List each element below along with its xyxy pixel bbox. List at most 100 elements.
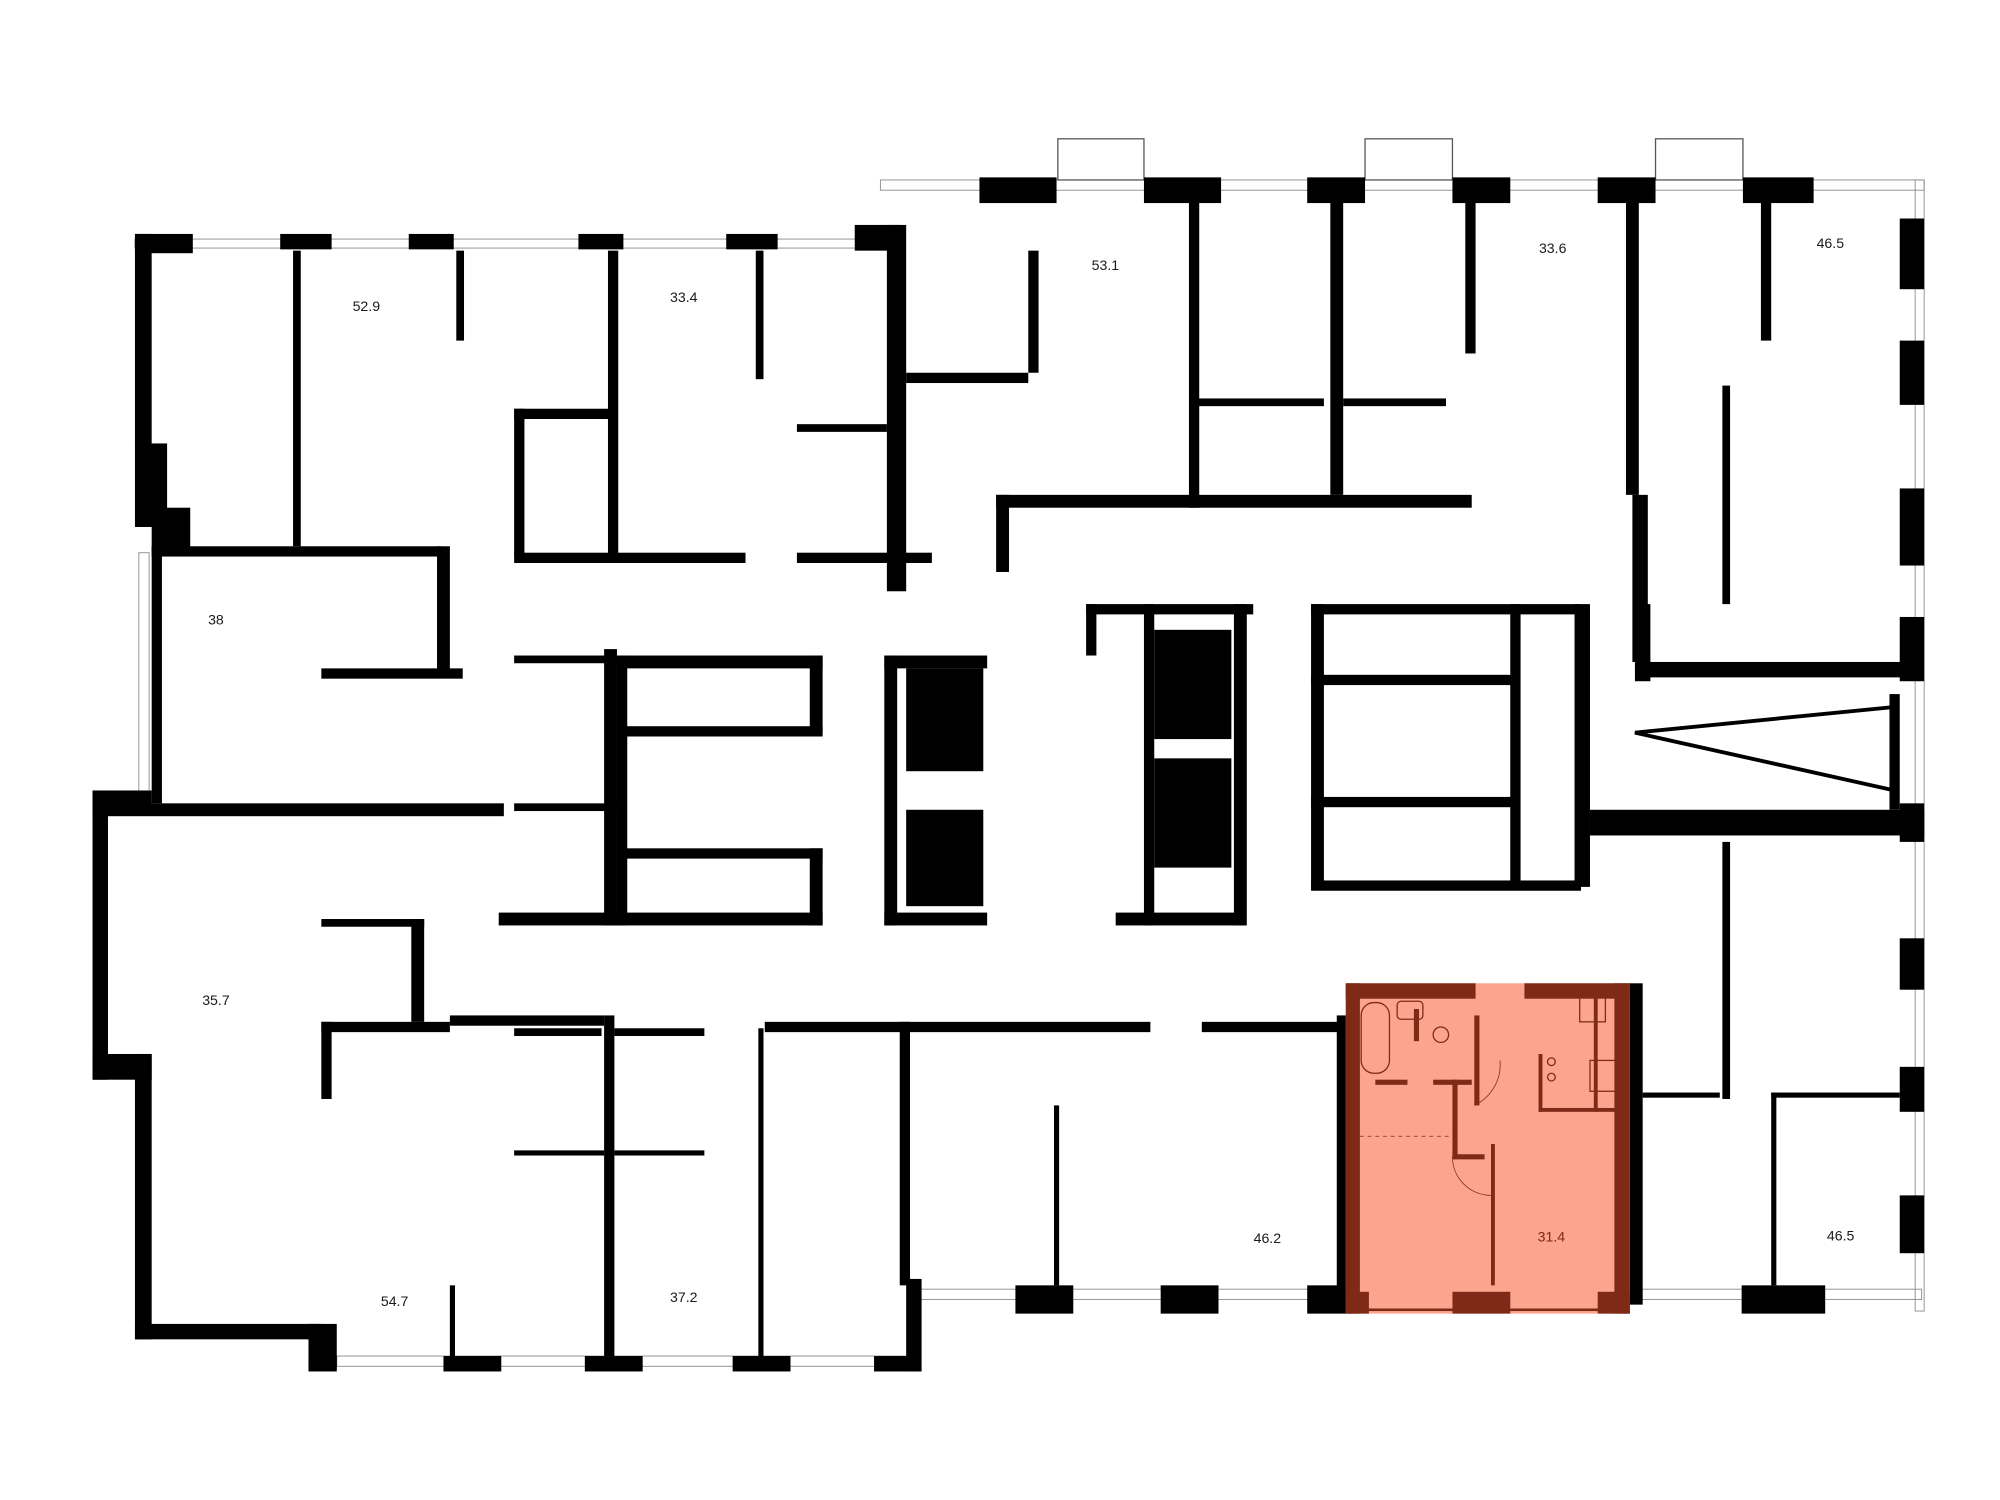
wall (884, 655, 988, 669)
unit-area-label[interactable]: 54.7 (381, 1293, 409, 1309)
unit-labels: 52.9 33.4 53.1 33.6 46.5 38 35.7 54.7 37… (202, 235, 1854, 1309)
wall (321, 919, 425, 927)
wall (616, 726, 823, 737)
selected-unit[interactable] (1345, 983, 1630, 1314)
sink-icon (1396, 1000, 1424, 1020)
wall (408, 233, 454, 250)
wall (1311, 880, 1581, 891)
wall (443, 1356, 502, 1372)
wall (1771, 1092, 1900, 1098)
door-swing (1474, 1060, 1501, 1106)
wall (996, 494, 1472, 508)
wall (884, 912, 988, 926)
window (138, 552, 150, 811)
unit-area-label[interactable]: 37.2 (670, 1289, 698, 1305)
wall (1143, 177, 1222, 204)
unit-area-label[interactable]: 46.5 (1827, 1227, 1855, 1243)
wall (1015, 1285, 1074, 1314)
selected-unit-wall (1474, 1015, 1480, 1106)
wall (906, 1278, 922, 1372)
wall (1722, 385, 1731, 605)
wall (1154, 629, 1232, 740)
wall (449, 1285, 456, 1363)
wall (321, 1021, 450, 1033)
wall (1629, 983, 1643, 1305)
selected-unit-wall (1491, 1143, 1495, 1286)
selected-unit-wall (1375, 1079, 1408, 1085)
wall (1311, 796, 1517, 808)
wall (1899, 1066, 1925, 1112)
wall (1760, 199, 1772, 341)
unit-area-label[interactable]: 38 (208, 612, 224, 628)
wall (514, 1028, 602, 1036)
wall (514, 552, 746, 563)
wall (584, 1356, 643, 1372)
balcony (1057, 138, 1145, 181)
wall (616, 912, 823, 926)
unit-area-label[interactable]: 52.9 (353, 298, 381, 314)
selected-unit-wall (1345, 983, 1360, 1314)
wall (514, 408, 611, 420)
wall (1510, 604, 1521, 887)
selected-unit-wall (1538, 1053, 1543, 1112)
window (134, 238, 894, 249)
stove-burner-icon (1546, 1057, 1556, 1067)
selected-unit-wall (1452, 1079, 1458, 1157)
wall (1307, 177, 1366, 204)
unit-area-label[interactable]: 46.2 (1254, 1230, 1282, 1246)
selected-unit-fill[interactable] (1345, 983, 1630, 1314)
wall (134, 1323, 322, 1340)
wall (1311, 604, 1581, 615)
wall (906, 809, 984, 907)
selected-unit-area-label[interactable]: 31.4 (1538, 1229, 1566, 1245)
wall (1642, 1092, 1720, 1098)
wall (1028, 250, 1039, 373)
selected-unit-wall (1614, 983, 1630, 1314)
bathtub-icon (1360, 1001, 1391, 1074)
wall (498, 912, 621, 926)
wall (607, 250, 619, 560)
unit-area-label[interactable]: 33.4 (670, 289, 698, 305)
selected-unit-wall (1452, 1154, 1485, 1160)
wall (809, 655, 823, 733)
kitchen-sink-icon (1589, 1059, 1622, 1092)
toilet-icon (1432, 1026, 1450, 1044)
wall (1154, 758, 1232, 868)
wall (616, 655, 823, 669)
wall (92, 790, 108, 1080)
wall (293, 250, 301, 547)
wall (732, 1356, 791, 1372)
unit-area-label[interactable]: 46.5 (1817, 235, 1845, 251)
wall (796, 424, 887, 432)
balcony (1654, 138, 1744, 181)
wall (514, 408, 525, 557)
wall (514, 803, 617, 812)
wall (1589, 809, 1925, 836)
wall (321, 668, 463, 679)
wall (1086, 604, 1097, 656)
washing-machine-icon (1579, 995, 1607, 1023)
wall (321, 1021, 332, 1099)
unit-area-label[interactable]: 35.7 (202, 992, 230, 1008)
wall (1742, 177, 1814, 204)
wall (1625, 199, 1639, 495)
wall (1330, 199, 1344, 495)
wall (604, 649, 617, 926)
selected-unit-wall (1524, 983, 1630, 999)
wall (764, 1021, 1151, 1033)
walls (92, 177, 1925, 1372)
unit-area-label[interactable]: 33.6 (1539, 240, 1567, 256)
wall (1336, 1015, 1348, 1292)
wall (758, 1028, 764, 1363)
unit-area-label[interactable]: 53.1 (1092, 257, 1120, 273)
selected-unit-wall (1452, 1291, 1511, 1314)
wall (1053, 1105, 1060, 1286)
wall (884, 655, 898, 926)
wall (1233, 604, 1247, 926)
wall (1115, 912, 1245, 926)
wall (1465, 199, 1476, 354)
wall (1741, 1285, 1826, 1314)
wall (151, 507, 191, 553)
wall (809, 848, 823, 926)
wall (755, 250, 764, 380)
